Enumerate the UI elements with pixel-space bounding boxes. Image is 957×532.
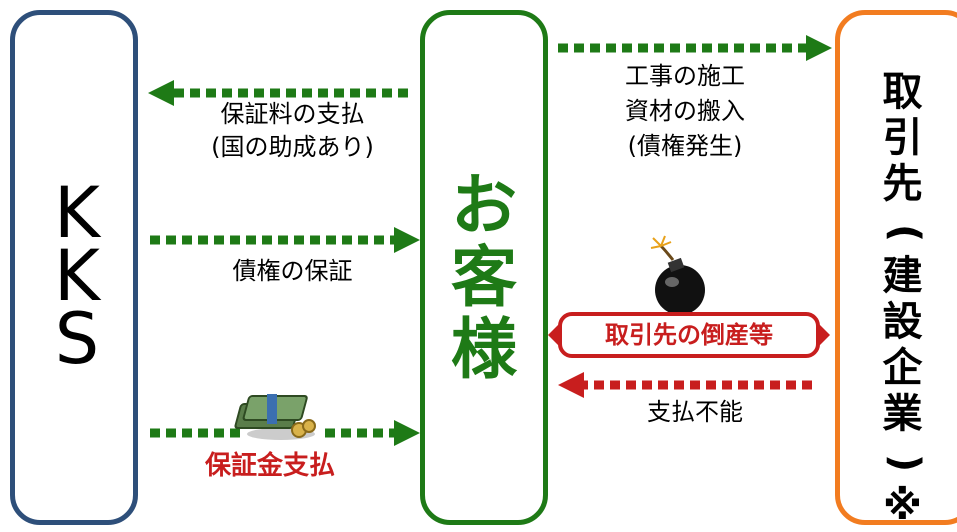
arrow-head-construction bbox=[806, 35, 832, 61]
kks-char: S bbox=[54, 298, 100, 380]
kks-box bbox=[10, 10, 138, 525]
premium-label-1: 保証料の支払 bbox=[220, 100, 365, 128]
premium-label-2: (国の助成あり) bbox=[211, 133, 374, 161]
construction-label-3: (債権発生) bbox=[627, 132, 743, 160]
customer-char: 様 bbox=[451, 311, 517, 388]
flow-arrows bbox=[148, 35, 832, 446]
construction-label-1: 工事の施工 bbox=[625, 62, 745, 90]
kks-char: K bbox=[54, 235, 100, 317]
partner-char: 業 bbox=[882, 391, 923, 437]
bomb-icon bbox=[650, 235, 705, 315]
guarantee-label: 債権の保証 bbox=[232, 257, 353, 285]
construction-label-2: 資材の搬入 bbox=[625, 97, 745, 125]
partner-char: 先 bbox=[882, 161, 923, 207]
kks-char: K bbox=[54, 172, 100, 254]
bankruptcy-badge: 取引先の倒産等 bbox=[548, 312, 830, 358]
arrow-head-payout bbox=[394, 420, 420, 446]
partner-char: 設 bbox=[882, 299, 923, 345]
customer-char: 客 bbox=[451, 239, 517, 316]
customer-char: お bbox=[451, 167, 517, 244]
kks-label: K K S bbox=[13, 172, 141, 380]
customer-box bbox=[420, 10, 548, 525]
arrow-head-guarantee bbox=[394, 227, 420, 253]
arrow-head-nonpayment bbox=[558, 372, 584, 398]
partner-char: 取 bbox=[882, 69, 923, 115]
nonpayment-label: 支払不能 bbox=[647, 398, 743, 426]
partner-label: 取 引 先 ( 建 設 企 業 ) ※ bbox=[835, 72, 957, 532]
partner-char: 企 bbox=[882, 345, 923, 391]
customer-label: お 客 様 bbox=[420, 173, 548, 389]
partner-box bbox=[835, 10, 957, 525]
partner-char: 建 bbox=[882, 253, 923, 299]
partner-char: 引 bbox=[882, 115, 923, 161]
arrow-head-premium bbox=[148, 80, 174, 106]
money-stack-icon bbox=[234, 394, 316, 440]
payout-label: 保証金支払 bbox=[204, 451, 335, 481]
